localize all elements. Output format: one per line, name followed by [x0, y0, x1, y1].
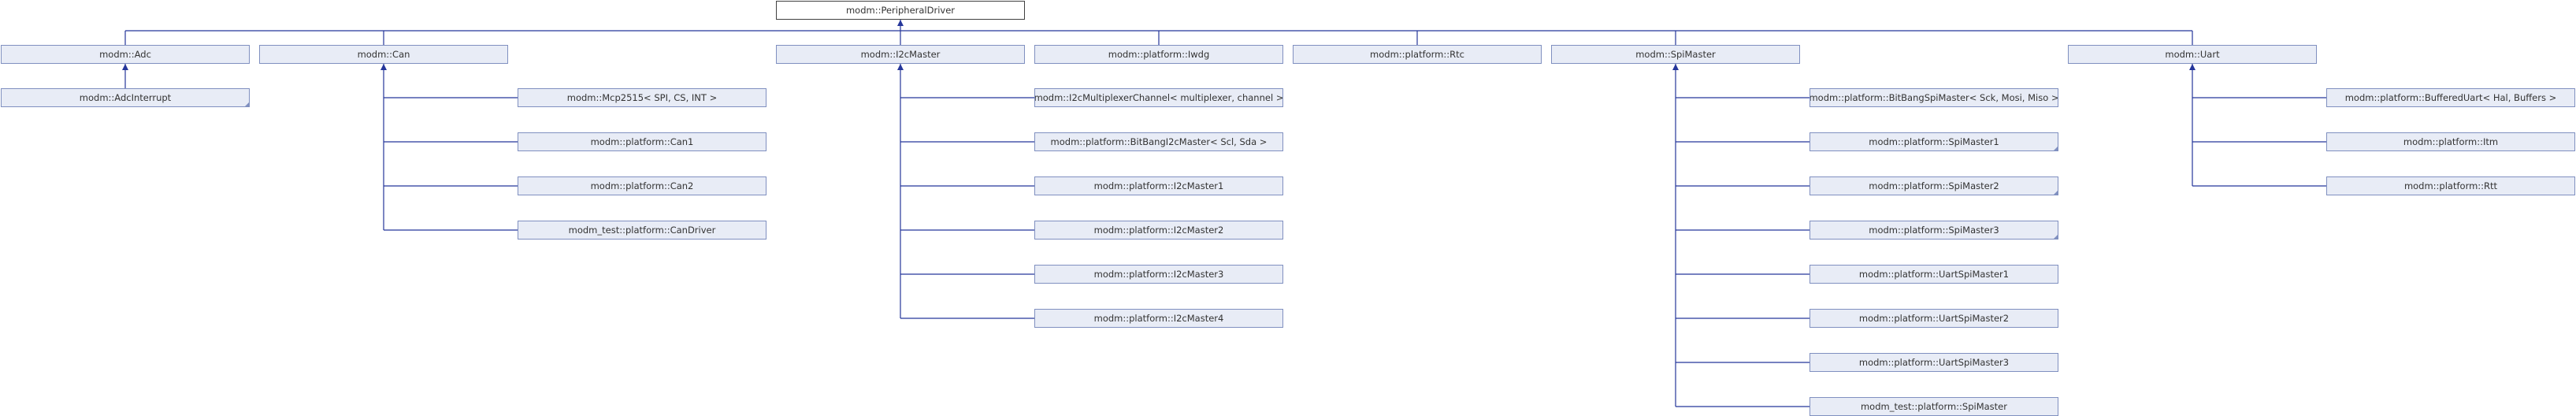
node-can1[interactable]: modm::platform::Can1	[518, 132, 766, 151]
arrowhead-spimaster	[1672, 64, 1679, 70]
arrowhead-uart	[2189, 64, 2196, 70]
node-label: modm_test::platform::SpiMaster	[1860, 401, 2007, 412]
node-label: modm::platform::BufferedUart< Hal, Buffe…	[2344, 92, 2557, 103]
node-buffered-uart[interactable]: modm::platform::BufferedUart< Hal, Buffe…	[2326, 88, 2575, 107]
node-label: modm::SpiMaster	[1635, 49, 1716, 60]
node-label: modm::AdcInterrupt	[79, 92, 172, 103]
node-itm[interactable]: modm::platform::Itm	[2326, 132, 2575, 151]
node-uart-spi-master2[interactable]: modm::platform::UartSpiMaster2	[1810, 309, 2058, 328]
node-label: modm_test::platform::CanDriver	[568, 225, 716, 236]
node-rtc[interactable]: modm::platform::Rtc	[1293, 45, 1542, 64]
node-can[interactable]: modm::Can	[259, 45, 508, 64]
node-uart[interactable]: modm::Uart	[2068, 45, 2317, 64]
node-label: modm::platform::SpiMaster2	[1869, 180, 1999, 191]
node-adc-interrupt[interactable]: modm::AdcInterrupt	[1, 88, 250, 107]
node-spi-master1[interactable]: modm::platform::SpiMaster1	[1810, 132, 2058, 151]
node-spi-master2[interactable]: modm::platform::SpiMaster2	[1810, 176, 2058, 195]
truncated-marker	[2054, 235, 2058, 239]
node-label: modm::Mcp2515< SPI, CS, INT >	[566, 92, 718, 103]
truncated-marker	[2054, 191, 2058, 195]
node-label: modm::platform::UartSpiMaster3	[1858, 357, 2010, 368]
node-i2c-master4[interactable]: modm::platform::I2cMaster4	[1034, 309, 1283, 328]
node-label: modm::platform::SpiMaster1	[1869, 136, 1999, 147]
node-label: modm::platform::I2cMaster2	[1093, 225, 1224, 236]
node-test-spi-master[interactable]: modm_test::platform::SpiMaster	[1810, 397, 2058, 416]
truncated-marker	[2054, 147, 2058, 150]
node-i2c-multiplexer-channel[interactable]: modm::I2cMultiplexerChannel< multiplexer…	[1034, 88, 1283, 107]
node-can2[interactable]: modm::platform::Can2	[518, 176, 766, 195]
arrowhead-i2cmaster	[897, 64, 904, 70]
node-label: modm::Uart	[2165, 49, 2220, 60]
node-bitbang-spi-master[interactable]: modm::platform::BitBangSpiMaster< Sck, M…	[1810, 88, 2058, 107]
node-label: modm::PeripheralDriver	[845, 5, 956, 16]
node-spi-master[interactable]: modm::SpiMaster	[1551, 45, 1800, 64]
arrowhead-adc	[122, 64, 128, 70]
node-label: modm::platform::BitBangSpiMaster< Sck, M…	[1810, 92, 2058, 103]
node-label: modm::Can	[357, 49, 410, 60]
node-i2c-master2[interactable]: modm::platform::I2cMaster2	[1034, 221, 1283, 240]
truncated-marker	[245, 102, 249, 106]
node-uart-spi-master3[interactable]: modm::platform::UartSpiMaster3	[1810, 353, 2058, 372]
node-label: modm::platform::I2cMaster1	[1093, 180, 1224, 191]
node-label: modm::platform::I2cMaster3	[1093, 269, 1224, 280]
node-mcp2515[interactable]: modm::Mcp2515< SPI, CS, INT >	[518, 88, 766, 107]
node-label: modm::platform::UartSpiMaster2	[1858, 313, 2010, 324]
node-label: modm::Adc	[99, 49, 151, 60]
node-label: modm::platform::Can1	[590, 136, 694, 147]
node-label: modm::I2cMaster	[860, 49, 941, 60]
arrowhead-can	[380, 64, 387, 70]
node-i2c-master3[interactable]: modm::platform::I2cMaster3	[1034, 265, 1283, 284]
node-i2c-master[interactable]: modm::I2cMaster	[776, 45, 1025, 64]
node-test-can-driver[interactable]: modm_test::platform::CanDriver	[518, 221, 766, 240]
node-peripheral-driver[interactable]: modm::PeripheralDriver	[776, 1, 1025, 20]
root-arrowhead	[897, 20, 904, 26]
node-label: modm::platform::UartSpiMaster1	[1858, 269, 2010, 280]
node-label: modm::platform::Rtc	[1370, 49, 1464, 60]
node-label: modm::platform::SpiMaster3	[1869, 225, 1999, 236]
node-adc[interactable]: modm::Adc	[1, 45, 250, 64]
node-label: modm::platform::Rtt	[2403, 180, 2498, 191]
node-rtt[interactable]: modm::platform::Rtt	[2326, 176, 2575, 195]
node-label: modm::I2cMultiplexerChannel< multiplexer…	[1034, 92, 1283, 103]
node-iwdg[interactable]: modm::platform::Iwdg	[1034, 45, 1283, 64]
node-label: modm::platform::Itm	[2403, 136, 2499, 147]
node-bitbang-i2c-master[interactable]: modm::platform::BitBangI2cMaster< Scl, S…	[1034, 132, 1283, 151]
node-label: modm::platform::Can2	[590, 180, 694, 191]
node-spi-master3[interactable]: modm::platform::SpiMaster3	[1810, 221, 2058, 240]
node-label: modm::platform::BitBangI2cMaster< Scl, S…	[1050, 136, 1268, 147]
node-label: modm::platform::Iwdg	[1108, 49, 1210, 60]
node-uart-spi-master1[interactable]: modm::platform::UartSpiMaster1	[1810, 265, 2058, 284]
node-i2c-master1[interactable]: modm::platform::I2cMaster1	[1034, 176, 1283, 195]
node-label: modm::platform::I2cMaster4	[1093, 313, 1224, 324]
